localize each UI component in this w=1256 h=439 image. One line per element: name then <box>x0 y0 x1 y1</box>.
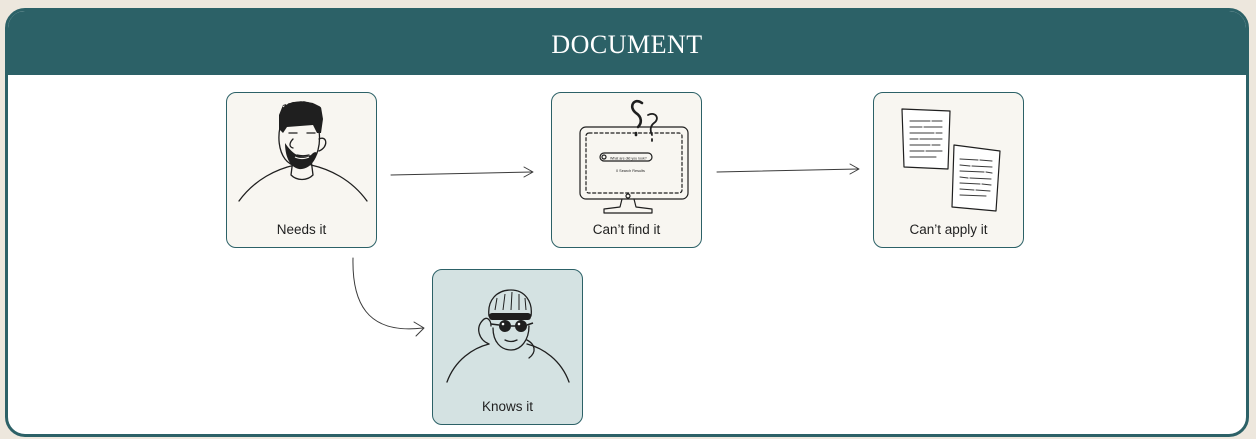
documents-icon <box>901 108 1001 212</box>
node-cant-apply-it: Can’t apply it <box>873 92 1024 248</box>
diagram-panel: DOCUMENT <box>5 8 1249 437</box>
panel-title: DOCUMENT <box>551 30 703 59</box>
node-label: Can’t apply it <box>909 222 988 237</box>
node-cant-find-it: What are did you look? 0 Search Results … <box>551 92 702 248</box>
screen-results-text: 0 Search Results <box>616 169 645 173</box>
node-label: Can’t find it <box>592 222 661 237</box>
edge-needs-to-cant-find <box>390 166 534 178</box>
edge-cant-find-to-cant-apply <box>716 163 860 175</box>
screen-search-text: What are did you look? <box>610 157 647 161</box>
beanie-man-icon <box>446 289 570 383</box>
node-label: Knows it <box>481 399 534 414</box>
bearded-man-icon <box>238 100 368 202</box>
node-needs-it: Needs it <box>226 92 377 248</box>
node-label: Needs it <box>276 222 327 237</box>
monitor-search-icon: What are did you look? 0 Search Results <box>579 99 689 214</box>
edge-needs-to-knows <box>352 257 425 337</box>
panel-header: DOCUMENT <box>8 11 1246 75</box>
node-knows-it: Knows it <box>432 269 583 425</box>
